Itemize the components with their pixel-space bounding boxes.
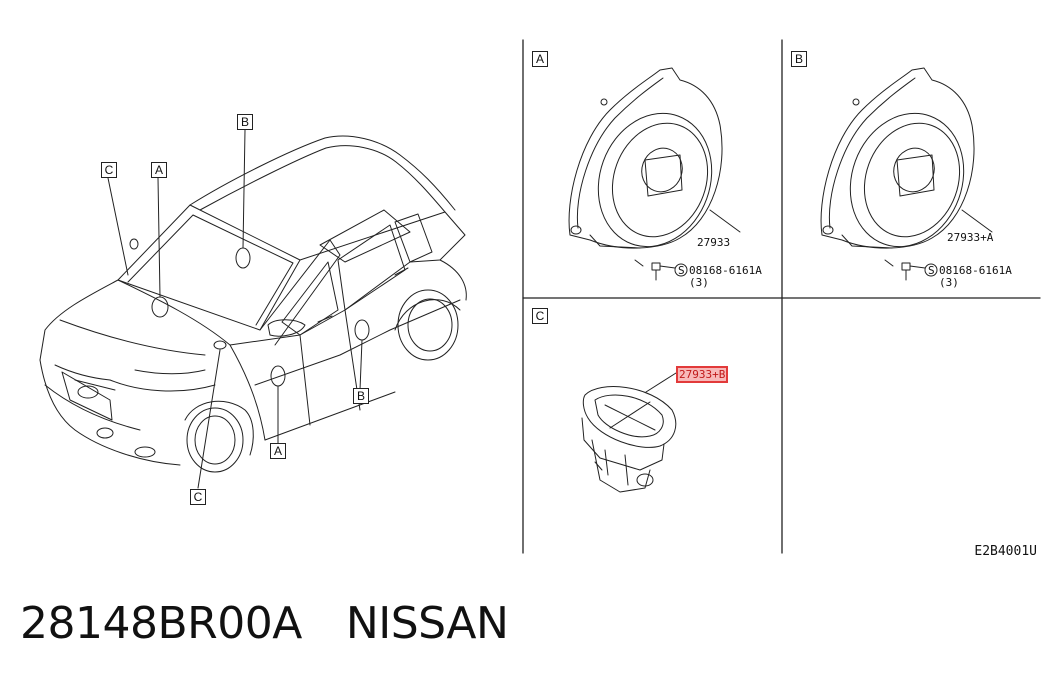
tweeter-c-illustration <box>581 372 677 493</box>
speaker-a-illustration <box>568 67 741 281</box>
screw-symbol: S <box>928 264 935 277</box>
highlighted-part-number: 27933+B <box>676 366 729 383</box>
car-callout-box: B <box>353 388 369 404</box>
brand-name: NISSAN <box>345 598 509 649</box>
screw-qty-label: (3) <box>939 276 959 289</box>
screw-qty-label: (3) <box>689 276 709 289</box>
screw-ref-label: 08168-6161A <box>689 264 762 277</box>
panel-label-a: A <box>532 51 548 67</box>
parts-diagram: C A B C A B A B C 27933 S 08168-6161A (3… <box>39 39 1041 559</box>
car-callout-box: A <box>151 162 167 178</box>
speaker-b-illustration <box>820 67 993 281</box>
panel-grid <box>522 39 1041 554</box>
part-caption: 28148BR00A NISSAN <box>20 598 509 649</box>
part-number-label: 27933+A <box>947 231 994 244</box>
part-number: 28148BR00A <box>20 598 302 649</box>
car-callout-box: C <box>190 489 206 505</box>
diagram-drawing <box>39 39 1041 554</box>
diagram-reference-code: E2B4001U <box>974 544 1037 559</box>
part-number-label: 27933 <box>697 236 731 249</box>
car-callout-box: B <box>237 114 253 130</box>
panel-label-b: B <box>791 51 807 67</box>
panel-label-c: C <box>532 308 548 324</box>
car-callout-box: C <box>101 162 117 178</box>
car-illustration <box>39 129 467 489</box>
screw-symbol: S <box>678 264 685 277</box>
screw-ref-label: 08168-6161A <box>939 264 1012 277</box>
car-callout-box: A <box>270 443 286 459</box>
